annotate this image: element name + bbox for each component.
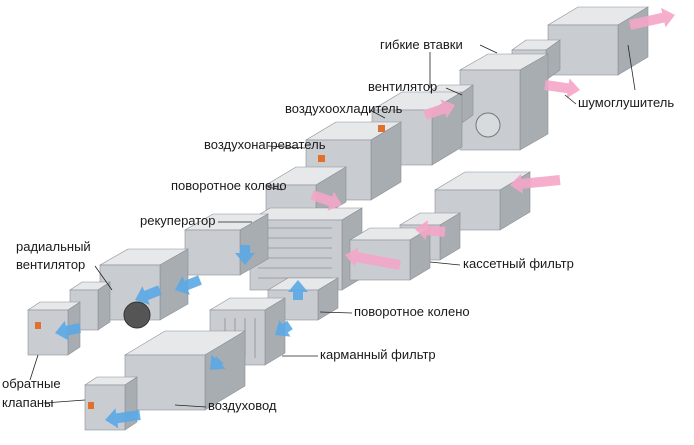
label-flex-inserts: гибкие втавки (380, 37, 463, 52)
label-recuperator: рекуператор (140, 213, 216, 228)
check-valve-upper-flange-side (97, 281, 111, 331)
leader-radial-fan (94, 265, 113, 291)
label-elbow-top: поворотное колено (171, 178, 287, 193)
cooler-connector-icon (378, 125, 385, 132)
label-cassette-filter: кассетный фильтр (463, 256, 574, 271)
label-radial-fan-2: вентилятор (16, 257, 86, 272)
leader-air-cooler (369, 109, 386, 119)
supply-arrow-5 (345, 247, 401, 270)
exhaust-arrow-7 (275, 320, 293, 337)
supply-arrow-2 (423, 99, 455, 120)
valve-actuator-icon (35, 322, 41, 329)
intake-duct-front (434, 189, 501, 231)
supply-arrow-4 (415, 220, 446, 241)
radial-fan-inlet-front (184, 229, 241, 276)
fan-housing-side (519, 53, 549, 151)
label-elbow-bottom: поворотное колено (354, 304, 470, 319)
label-silencer: шумоглушитель (578, 95, 675, 110)
label-air-cooler: воздухоохладитель (285, 101, 403, 116)
leader-elbow-bottom (319, 311, 353, 314)
supply-arrow-1 (544, 78, 580, 99)
duct-segment-front (124, 354, 206, 411)
leader-elbow-top (267, 186, 283, 191)
exhaust-arrow-1 (288, 280, 308, 300)
supply-arrow-3 (310, 190, 342, 211)
exhaust-arrow-4 (135, 285, 162, 305)
leader-silencer-1 (564, 94, 577, 105)
heater-connector-icon (318, 155, 325, 162)
valve-actuator-lower-icon (88, 402, 94, 409)
exhaust-arrow-3 (175, 275, 202, 295)
exhaust-arrow-2 (235, 245, 255, 265)
label-radial-fan-1: радиальный (16, 239, 91, 254)
radial-fan-motor-icon (123, 301, 151, 329)
leader-flex-inserts-1 (479, 44, 498, 54)
label-air-heater: воздухонагреватель (204, 137, 326, 152)
fan-impeller-icon (475, 112, 501, 138)
label-pocket-filter: карманный фильтр (320, 347, 436, 362)
exhaust-arrow-8 (210, 354, 226, 370)
leader-air-heater (267, 145, 306, 149)
check-valve-lower-side (124, 376, 138, 431)
leader-duct (174, 404, 207, 408)
label-duct: воздуховод (208, 398, 277, 413)
leader-check-valves (43, 399, 86, 404)
leader-silencer-2 (627, 44, 636, 91)
leader-fan (445, 87, 463, 96)
label-check-valves-1: обратные (2, 376, 61, 391)
exhaust-arrow-5 (55, 320, 81, 341)
leader-check-valves-2 (29, 354, 39, 381)
label-check-valves-2: клапаны (2, 395, 54, 410)
intake-arrow (510, 173, 561, 194)
supply-out-arrow (628, 7, 675, 30)
exhaust-arrow-6 (105, 408, 141, 429)
leader-cassette-filter (429, 261, 461, 266)
label-fan: вентилятор (368, 79, 438, 94)
